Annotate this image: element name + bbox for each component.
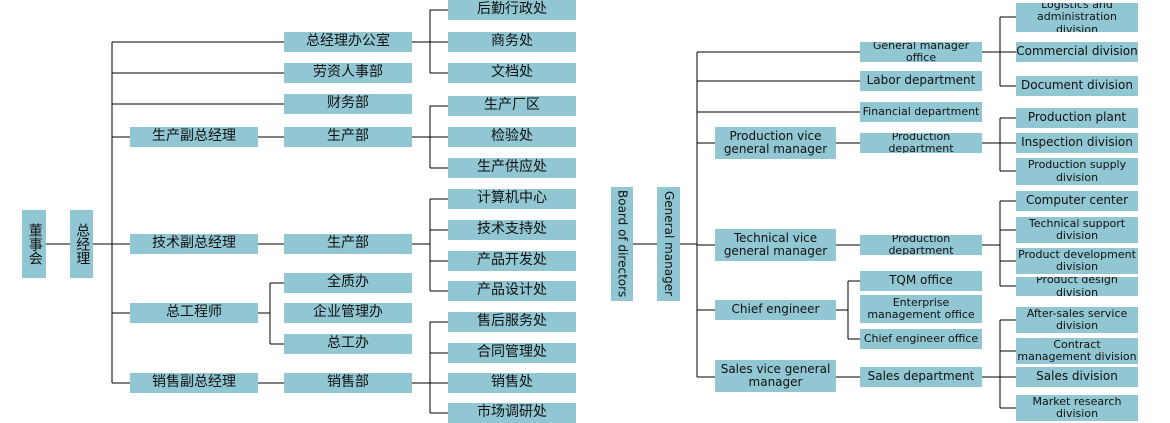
board-box: 董事会 [22,210,46,278]
technical-child-box-en: Computer center [1016,191,1138,211]
chief-engineer-child-box: 总工办 [284,334,412,354]
chief-engineer-box-en: Chief engineer [715,300,836,320]
chief-engineer-box: 总工程师 [130,303,258,323]
technical-vp-box: 技术副总经理 [130,234,258,254]
chief-engineer-child-box: 全质办 [284,273,412,293]
gm-office-child-box-en: Logistics and administration division [1016,3,1138,32]
chief-engineer-child-box-en: TQM office [860,271,982,291]
sales-child-box: 合同管理处 [448,343,576,363]
gm-office-child-box-en: Commercial division [1016,42,1138,62]
production-dept-box-en: Production department [860,133,982,153]
finance-box: 财务部 [284,94,412,114]
technical-child-box: 产品设计处 [448,281,576,301]
production-child-box-en: Inspection division [1016,133,1138,153]
technical-dept-box-en: Production department [860,235,982,255]
technical-child-box-en: Product development division [1016,248,1138,274]
sales-vp-box-en: Sales vice general manager [715,360,836,392]
production-child-box: 检验处 [448,127,576,147]
production-child-box-en: Production plant [1016,108,1138,128]
gm-office-box-en: General manager office [860,42,982,62]
sales-child-box: 售后服务处 [448,312,576,332]
chief-engineer-child-box-en: Enterprise management office [860,295,982,323]
technical-child-box: 产品开发处 [448,251,576,271]
sales-dept-box-en: Sales department [860,367,982,387]
gm-office-child-box-en: Document division [1016,76,1138,96]
sales-vp-box: 销售副总经理 [130,373,258,393]
chief-engineer-child-box: 企业管理办 [284,303,412,323]
sales-child-box-en: Contract management division [1016,338,1138,364]
sales-child-box-en: Market research division [1016,395,1138,421]
production-dept-box: 生产部 [284,127,412,147]
production-child-box-en: Production supply division [1016,158,1138,185]
technical-child-box: 技术支持处 [448,220,576,240]
general-manager-box-en: General manager [657,187,680,301]
technical-child-box: 计算机中心 [448,189,576,209]
labor-box: 劳资人事部 [284,63,412,83]
production-child-box: 生产供应处 [448,158,576,178]
production-vp-box-en: Production vice general manager [715,127,836,159]
technical-child-box-en: Product design division [1016,277,1138,296]
technical-child-box-en: Technical support division [1016,217,1138,243]
gm-office-child-box: 商务处 [448,32,576,52]
gm-office-child-box: 文档处 [448,63,576,83]
sales-child-box: 销售处 [448,373,576,393]
sales-child-box-en: Sales division [1016,367,1138,387]
chief-engineer-child-box-en: Chief engineer office [860,329,982,349]
technical-vp-box-en: Technical vice general manager [715,229,836,261]
finance-box-en: Financial department [860,102,982,122]
production-vp-box: 生产副总经理 [130,127,258,147]
gm-office-child-box: 后勤行政处 [448,0,576,20]
technical-dept-box: 生产部 [284,234,412,254]
general-manager-box: 总经理 [70,210,93,278]
sales-child-box-en: After-sales service division [1016,307,1138,333]
labor-box-en: Labor department [860,71,982,91]
board-box-en: Board of directors [611,187,633,301]
sales-dept-box: 销售部 [284,373,412,393]
production-child-box: 生产厂区 [448,96,576,116]
gm-office-box: 总经理办公室 [284,32,412,52]
sales-child-box: 市场调研处 [448,403,576,423]
